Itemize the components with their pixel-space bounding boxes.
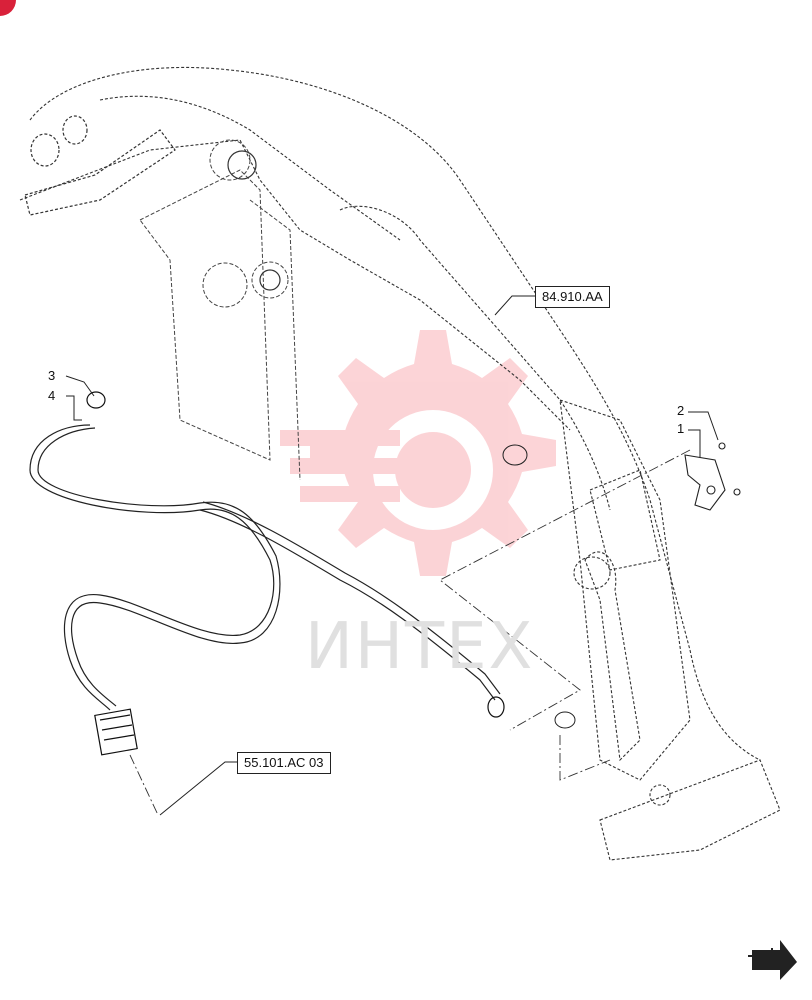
callout-item-2: 2 xyxy=(677,403,685,418)
callout-item-1: 1 xyxy=(677,421,685,436)
lift-cylinder xyxy=(559,399,781,861)
reference-84-910-aa[interactable]: 84.910.AA xyxy=(535,286,610,308)
loader-arm xyxy=(19,66,761,761)
next-page-arrow-icon[interactable] xyxy=(748,940,797,980)
reference-55-101-ac-03[interactable]: 55.101.AC 03 xyxy=(237,752,331,774)
mounting-bracket xyxy=(684,442,741,511)
lift-arm-plate xyxy=(139,139,301,481)
watermark-text: ИНТЕХ xyxy=(305,610,535,684)
sensor-connector xyxy=(502,444,576,729)
assembly-phantom-lines xyxy=(129,449,691,816)
watermark-gear-logo xyxy=(280,330,556,576)
callout-item-3: 3 xyxy=(48,368,56,383)
callout-item-4: 4 xyxy=(48,388,56,403)
pivot-pins xyxy=(24,115,281,291)
wire-harness xyxy=(29,391,505,756)
callout-leaders xyxy=(65,295,719,816)
